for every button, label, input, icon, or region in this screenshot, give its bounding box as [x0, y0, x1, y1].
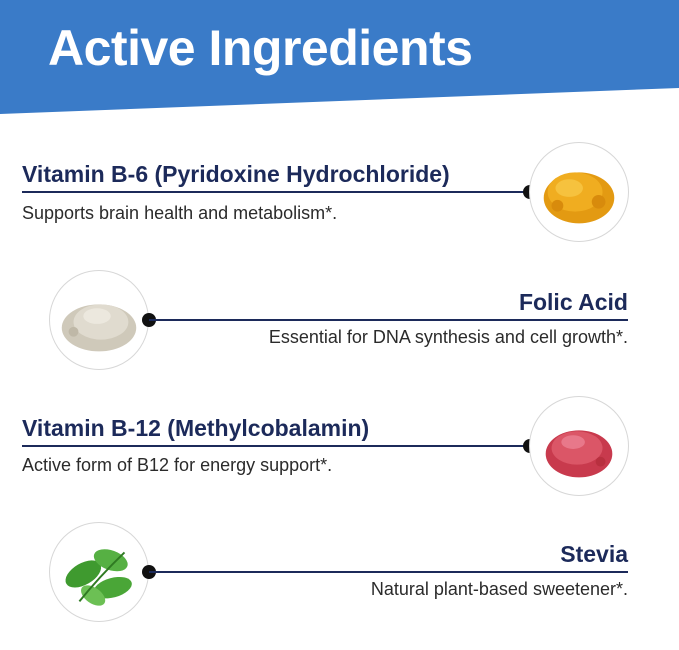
ingredient-name: Folic Acid: [518, 289, 628, 315]
ingredient-description: Natural plant-based sweetener*.: [370, 579, 628, 599]
ingredient-description: Active form of B12 for energy support*.: [22, 455, 333, 475]
connector-line: [149, 319, 628, 321]
banner-background: [0, 0, 679, 114]
stevia-leaves-image: [49, 522, 149, 622]
ingredient-name: Stevia: [560, 541, 628, 567]
connector-line: [22, 191, 530, 193]
ingredient-description: Essential for DNA synthesis and cell gro…: [268, 327, 628, 347]
ingredient-folic-acid: Folic Acid Essential for DNA synthesis a…: [0, 268, 679, 398]
connector-line: [22, 445, 530, 447]
header-banner: Active Ingredients: [0, 0, 679, 120]
beige-powder-image: [49, 270, 149, 370]
page-title: Active Ingredients: [48, 20, 473, 76]
pink-powder-image: [529, 396, 629, 496]
orange-powder-image: [529, 142, 629, 242]
ingredient-vitamin-b6: Vitamin B-6 (Pyridoxine Hydrochloride) S…: [0, 140, 679, 270]
ingredient-name: Vitamin B-12 (Methylcobalamin): [22, 415, 370, 441]
ingredient-vitamin-b12: Vitamin B-12 (Methylcobalamin) Active fo…: [0, 394, 679, 524]
connector-line: [149, 571, 628, 573]
ingredient-name: Vitamin B-6 (Pyridoxine Hydrochloride): [22, 161, 450, 187]
ingredient-description: Supports brain health and metabolism*.: [22, 203, 338, 223]
ingredient-stevia: Stevia Natural plant-based sweetener*.: [0, 520, 679, 650]
